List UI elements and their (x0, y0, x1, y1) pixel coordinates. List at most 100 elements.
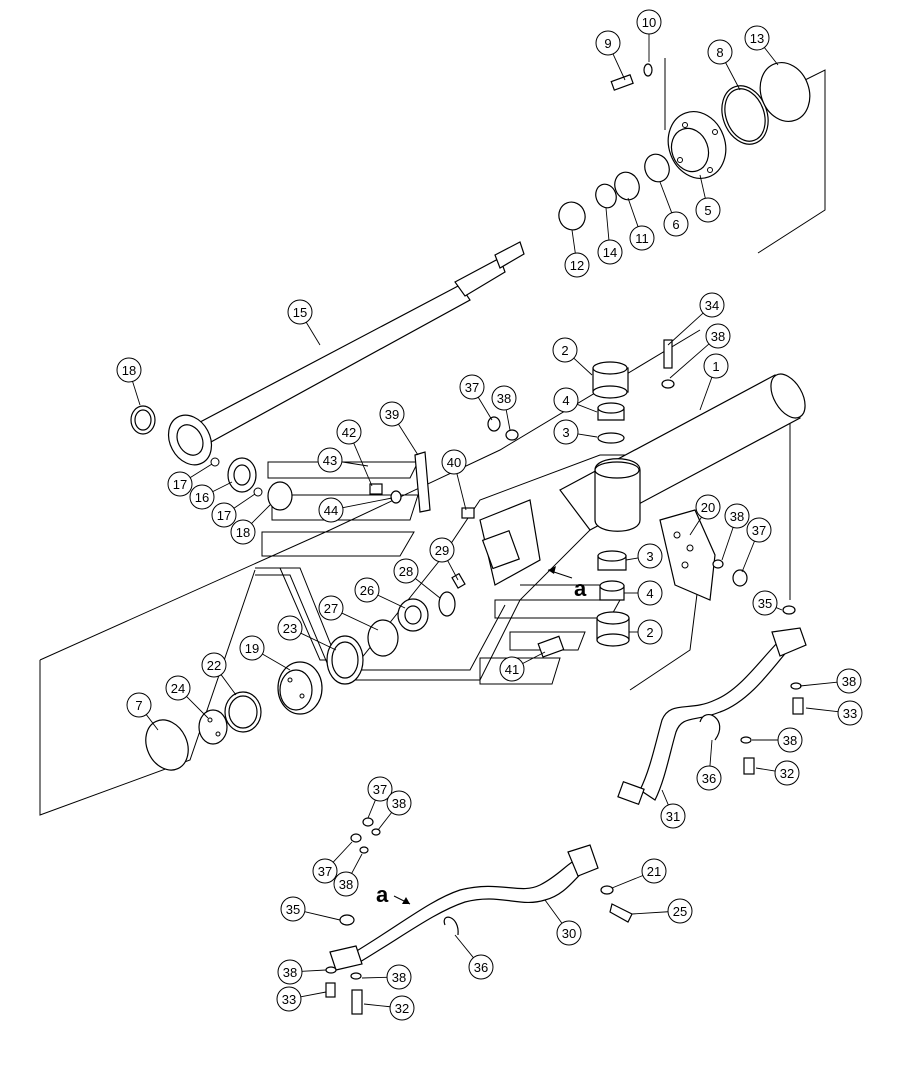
callout-circle (774, 760, 800, 786)
callout-circle (336, 419, 362, 445)
callout-number: 23 (283, 621, 297, 636)
callout-number: 16 (195, 490, 209, 505)
callout-16: 16 (189, 484, 215, 510)
callout-number: 13 (750, 31, 764, 46)
leader-line-20 (689, 516, 702, 536)
callout-number: 12 (570, 258, 584, 273)
leader-line-13 (764, 47, 779, 66)
leader-line-38 (377, 812, 392, 831)
callout-6: 6 (663, 211, 689, 237)
leader-line-37 (741, 540, 755, 573)
callout-circle (837, 700, 863, 726)
callout-number: 25 (673, 904, 687, 919)
callout-number: 36 (702, 771, 716, 786)
callout-circle (637, 580, 663, 606)
leader-line-35 (304, 911, 341, 921)
callout-36: 36 (696, 765, 722, 791)
callout-circle (499, 656, 525, 682)
callout-number: 11 (635, 231, 649, 246)
callout-circle (707, 39, 733, 65)
callout-circle (553, 387, 579, 413)
callout-number: 35 (758, 596, 772, 611)
leader-line-5 (699, 174, 706, 199)
callout-30: 30 (556, 920, 582, 946)
leader-line-18 (251, 504, 271, 524)
callout-circle (564, 252, 590, 278)
leader-line-17 (233, 493, 256, 509)
callout-number: 3 (562, 425, 569, 440)
leader-line-33 (805, 707, 839, 713)
callout-circle (277, 615, 303, 641)
callout-circle (636, 9, 662, 35)
leader-line-8 (725, 62, 741, 91)
callout-31: 31 (660, 803, 686, 829)
callout-circle (637, 543, 663, 569)
callout-number: 33 (282, 992, 296, 1007)
callout-number: 38 (497, 391, 511, 406)
callout-18: 18 (116, 357, 142, 383)
callout-circle (746, 517, 772, 543)
callout-number: 18 (122, 363, 136, 378)
leader-line-37 (477, 397, 493, 421)
leader-line-23 (300, 632, 337, 651)
leader-line-38 (505, 409, 511, 431)
callout-number: 37 (752, 523, 766, 538)
pipe-bottom (325, 817, 633, 1015)
callout-circle (441, 449, 467, 475)
callout-circle (354, 577, 380, 603)
callout-number: 2 (646, 625, 653, 640)
callout-number: 37 (373, 782, 387, 797)
reference-a-upper: a (547, 566, 587, 601)
callout-number: 37 (318, 864, 332, 879)
callout-number: 35 (286, 902, 300, 917)
callout-number: 26 (360, 583, 374, 598)
callout-number: 38 (283, 965, 297, 980)
callout-number: 38 (730, 509, 744, 524)
callout-34: 34 (699, 292, 725, 318)
callout-circle (386, 964, 412, 990)
callout-2: 2 (552, 337, 578, 363)
callout-number: 38 (783, 733, 797, 748)
callout-circle (239, 635, 265, 661)
callout-circle (724, 503, 750, 529)
callout-number: 38 (339, 877, 353, 892)
leader-line-19 (262, 653, 291, 671)
callout-number: 24 (171, 681, 185, 696)
leader-line-44 (342, 497, 393, 509)
callout-number: 41 (505, 662, 519, 677)
callout-3: 3 (637, 543, 663, 569)
reference-letter: a (376, 882, 389, 907)
callout-circle (556, 920, 582, 946)
callout-number: 14 (603, 245, 617, 260)
leader-line-6 (659, 181, 673, 213)
callout-number: 7 (135, 698, 142, 713)
callout-15: 15 (287, 299, 313, 325)
callout-number: 31 (666, 809, 680, 824)
callout-38: 38 (386, 964, 412, 990)
leader-line-35 (775, 607, 783, 611)
callout-number: 2 (561, 343, 568, 358)
callout-circle (553, 419, 579, 445)
callout-circle (459, 374, 485, 400)
callout-circle (552, 337, 578, 363)
callout-17: 17 (211, 502, 237, 528)
callout-18: 18 (230, 519, 256, 545)
callout-13: 13 (744, 25, 770, 51)
callout-number: 37 (465, 380, 479, 395)
callout-number: 8 (716, 45, 723, 60)
leader-line-25 (631, 911, 669, 915)
callout-37: 37 (367, 776, 393, 802)
leader-line-38 (669, 343, 710, 379)
callout-circle (211, 502, 237, 528)
leader-line-32 (363, 1003, 391, 1008)
cover-assembly (558, 62, 811, 231)
reference-a-lower: a (376, 882, 411, 907)
callout-38: 38 (491, 385, 517, 411)
leader-line-14 (605, 207, 610, 241)
callout-number: 4 (562, 393, 569, 408)
leader-line-39 (398, 423, 419, 456)
callout-38: 38 (277, 959, 303, 985)
callout-35: 35 (752, 590, 778, 616)
callout-24: 24 (165, 675, 191, 701)
